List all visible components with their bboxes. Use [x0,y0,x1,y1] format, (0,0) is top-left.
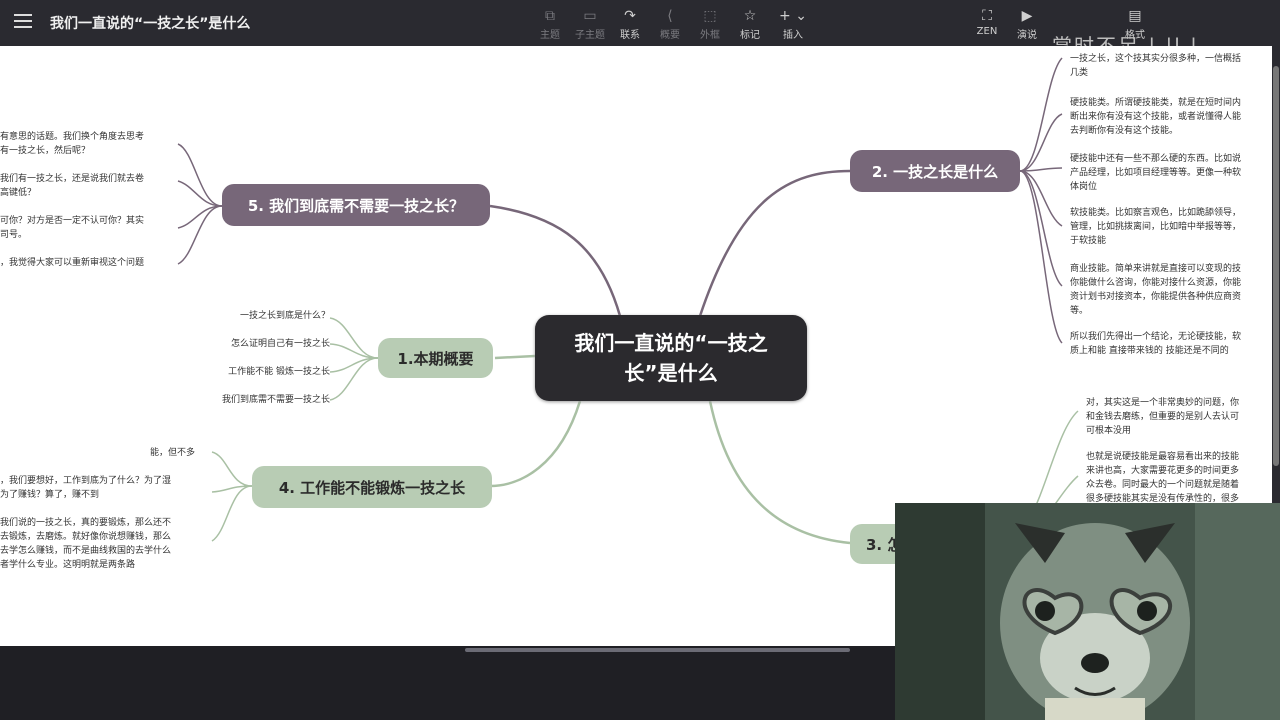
menu-icon[interactable] [14,14,32,30]
toolbar-format-button[interactable]: ▤ 格式 [1115,6,1155,41]
topic-icon: ⧉ [545,8,555,24]
vertical-scrollbar[interactable] [1272,46,1280,646]
toolbar-pitch-button[interactable]: ▶ 演说 [1007,6,1047,41]
toolbar-insert-button[interactable]: + ⌄ 插入 [773,6,813,41]
webcam-image [895,503,1280,720]
subtopic-5-2[interactable]: 我们有一技之长，还是说我们就去卷 高键低？ [0,174,145,198]
subtopic-2-5[interactable]: 商业技能。简单来讲就是直接可以变现的技 你能做什么咨询，你能对接什么资源，你能 … [1070,264,1242,316]
top-toolbar: 我们一直说的“一技之长”是什么 ⧉ 主题 ▭ 子主题 ↷ 联系 ⟨ 概要 ⬚ 外… [0,0,1280,58]
subtopic-4-3[interactable]: 我们说的一技之长，真的要锻炼，那么还不 去锻炼，去磨炼。就好像你说想赚钱，那么 … [0,518,172,570]
topic-2-what-is-skill[interactable]: 2. 一技之长是什么 [850,150,1020,192]
topic-4-work-skill[interactable]: 4. 工作能不能锻炼一技之长 [252,466,492,508]
summary-icon: ⟨ [667,8,673,24]
document-title: 我们一直说的“一技之长”是什么 [50,16,251,32]
subtopic-1-2[interactable]: 怎么证明自己有一技之长 [230,339,330,349]
horizontal-scrollbar[interactable] [465,648,850,652]
subtopic-1-4[interactable]: 我们到底需不需要一技之长 [221,395,330,405]
subtopic-5-1[interactable]: 有意思的话题。我们换个角度去思考 有一技之长，然后呢？ [0,132,145,156]
subtopic-4-2[interactable]: ，我们要想好，工作到底为了什么？为了湿 为了赚钱？算了，赚不到 [0,476,172,500]
topic-5-need-skill[interactable]: 5. 我们到底需不需要一技之长？ [222,184,490,226]
subtopic-5-3[interactable]: 可你？对方是否一定不认可你？其实 司号。 [0,216,145,240]
subtopic-icon: ▭ [583,8,597,24]
toolbar-zen-button[interactable]: ⛶ ZEN [967,6,1007,37]
subtopic-1-1[interactable]: 一技之长到底是什么？ [239,311,330,321]
toolbar-boundary-button[interactable]: ⬚ 外框 [690,6,730,41]
play-icon: ▶ [1021,8,1033,24]
toolbar-subtopic-button[interactable]: ▭ 子主题 [570,6,610,41]
vertical-scroll-thumb[interactable] [1273,66,1279,466]
webcam-overlay [895,503,1280,720]
toolbar-topic-button[interactable]: ⧉ 主题 [530,6,570,41]
subtopic-3-1[interactable]: 对，其实这是一个非常奥妙的问题，你 和金钱去磨练，但重要的是别人去认可 可根本没… [1086,398,1240,436]
star-icon: ☆ [743,8,757,24]
boundary-icon: ⬚ [703,8,717,24]
toolbar-marker-button[interactable]: ☆ 标记 [730,6,770,41]
subtopic-2-6[interactable]: 所以我们先得出一个结论，无论硬技能，软 质上和能 直接带来钱的 技能还是不同的 [1070,332,1242,356]
subtopic-2-1[interactable]: 一技之长，这个技其实分很多种，一信概括 几类 [1070,54,1242,78]
subtopic-5-4[interactable]: ，我觉得大家可以重新审视这个问题 [0,258,145,268]
subtopic-4-1[interactable]: 能，但不多 [150,448,196,458]
subtopic-2-2[interactable]: 硬技能类。所谓硬技能类，就是在短时间内 断出来你有没有这个技能，或者说懂得人能 … [1070,98,1242,136]
toolbar-summary-button[interactable]: ⟨ 概要 [650,6,690,41]
subtopic-2-4[interactable]: 软技能类。比如察言观色，比如跪舔领导， 管理，比如挑拨离间，比如暗中举报等等， … [1070,208,1242,246]
relationship-icon: ↷ [624,8,636,24]
toolbar-relationship-button[interactable]: ↷ 联系 [610,6,650,41]
central-topic[interactable]: 我们一直说的“一技之 长”是什么 [535,315,807,401]
subtopic-3-2[interactable]: 也就是说硬技能是最容易看出来的技能 来讲也高，大家需要花更多的时间更多 众去卷。… [1086,452,1240,504]
subtopic-1-3[interactable]: 工作能不能 锻炼一技之长 [228,367,330,377]
zen-icon: ⛶ [982,8,992,24]
subtopic-2-3[interactable]: 硬技能中还有一些不那么硬的东西。比如说 产品经理，比如项目经理等等。更像一种软 … [1070,154,1242,192]
plus-icon: + ⌄ [779,8,807,24]
topic-1-overview[interactable]: 1.本期概要 [378,338,493,378]
format-icon: ▤ [1128,8,1142,24]
